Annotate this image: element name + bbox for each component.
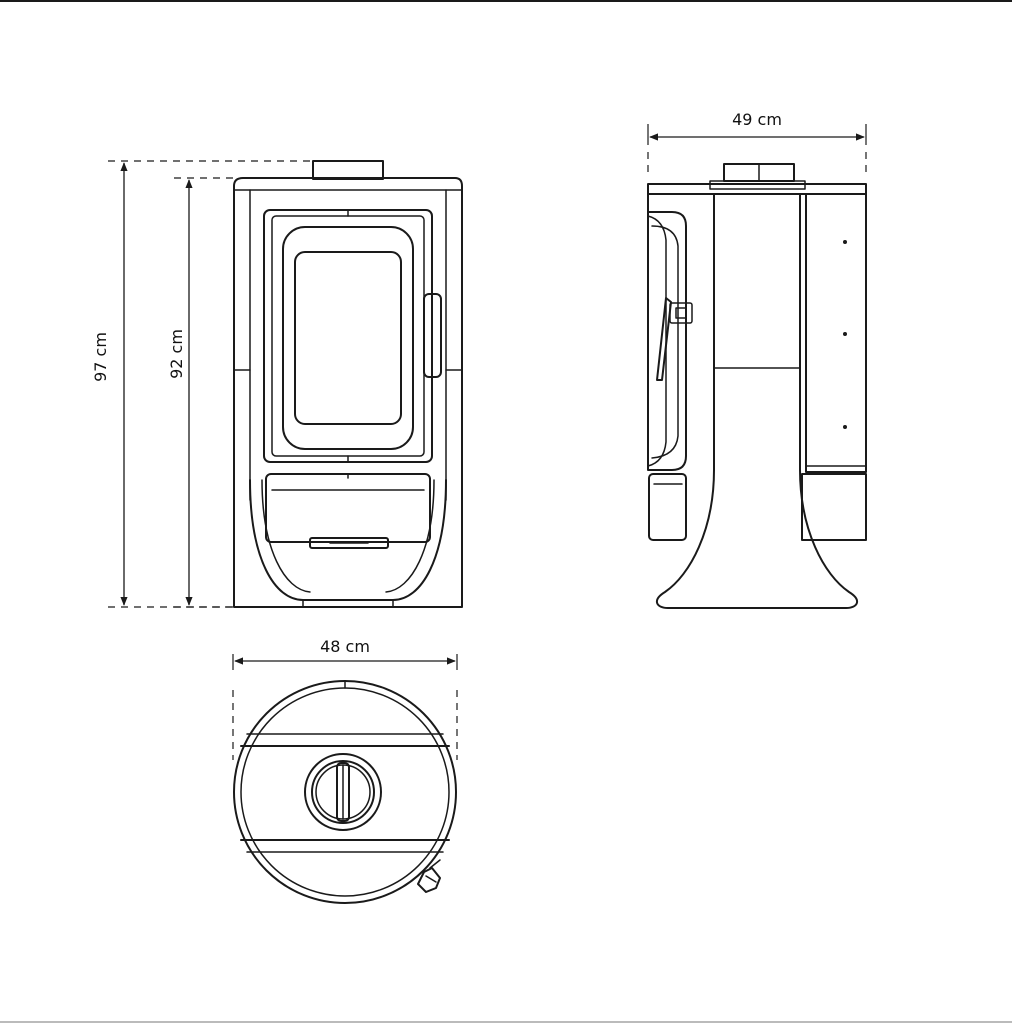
- side-door-profile: [647, 193, 687, 471]
- front-dimensions: 97 cm 92 cm: [91, 160, 313, 608]
- side-flared-base: [656, 469, 858, 609]
- front-ash-drawer: [265, 473, 431, 543]
- side-view: [647, 163, 867, 609]
- top-dimensions: 48 cm: [232, 637, 458, 760]
- top-handle: [417, 867, 441, 893]
- side-dimensions: 49 cm: [647, 110, 867, 172]
- front-outer-body: [233, 177, 463, 608]
- front-door-glass-outer: [282, 226, 414, 450]
- side-door-handle: [656, 297, 672, 381]
- dim-label-side-depth: 49 cm: [732, 110, 782, 129]
- top-flue-collar: [304, 753, 382, 831]
- side-top-plate: [647, 183, 867, 195]
- dim-label-total-height: 97 cm: [91, 332, 110, 382]
- side-ash-drawer: [648, 473, 687, 541]
- top-outer-circle: [233, 680, 457, 904]
- front-flue-outlet: [312, 160, 384, 180]
- dim-label-body-height: 92 cm: [167, 329, 186, 379]
- front-air-vent: [309, 537, 389, 549]
- front-lower-shell: [249, 479, 447, 601]
- side-rear-panel: [805, 193, 867, 473]
- top-flue-damper: [336, 762, 350, 822]
- front-view: [233, 160, 463, 608]
- side-rear-lower-box: [801, 473, 867, 541]
- front-door-handle: [423, 293, 442, 378]
- front-door-glass: [294, 251, 402, 425]
- top-view: [233, 680, 457, 904]
- dim-label-front-width: 48 cm: [320, 637, 370, 656]
